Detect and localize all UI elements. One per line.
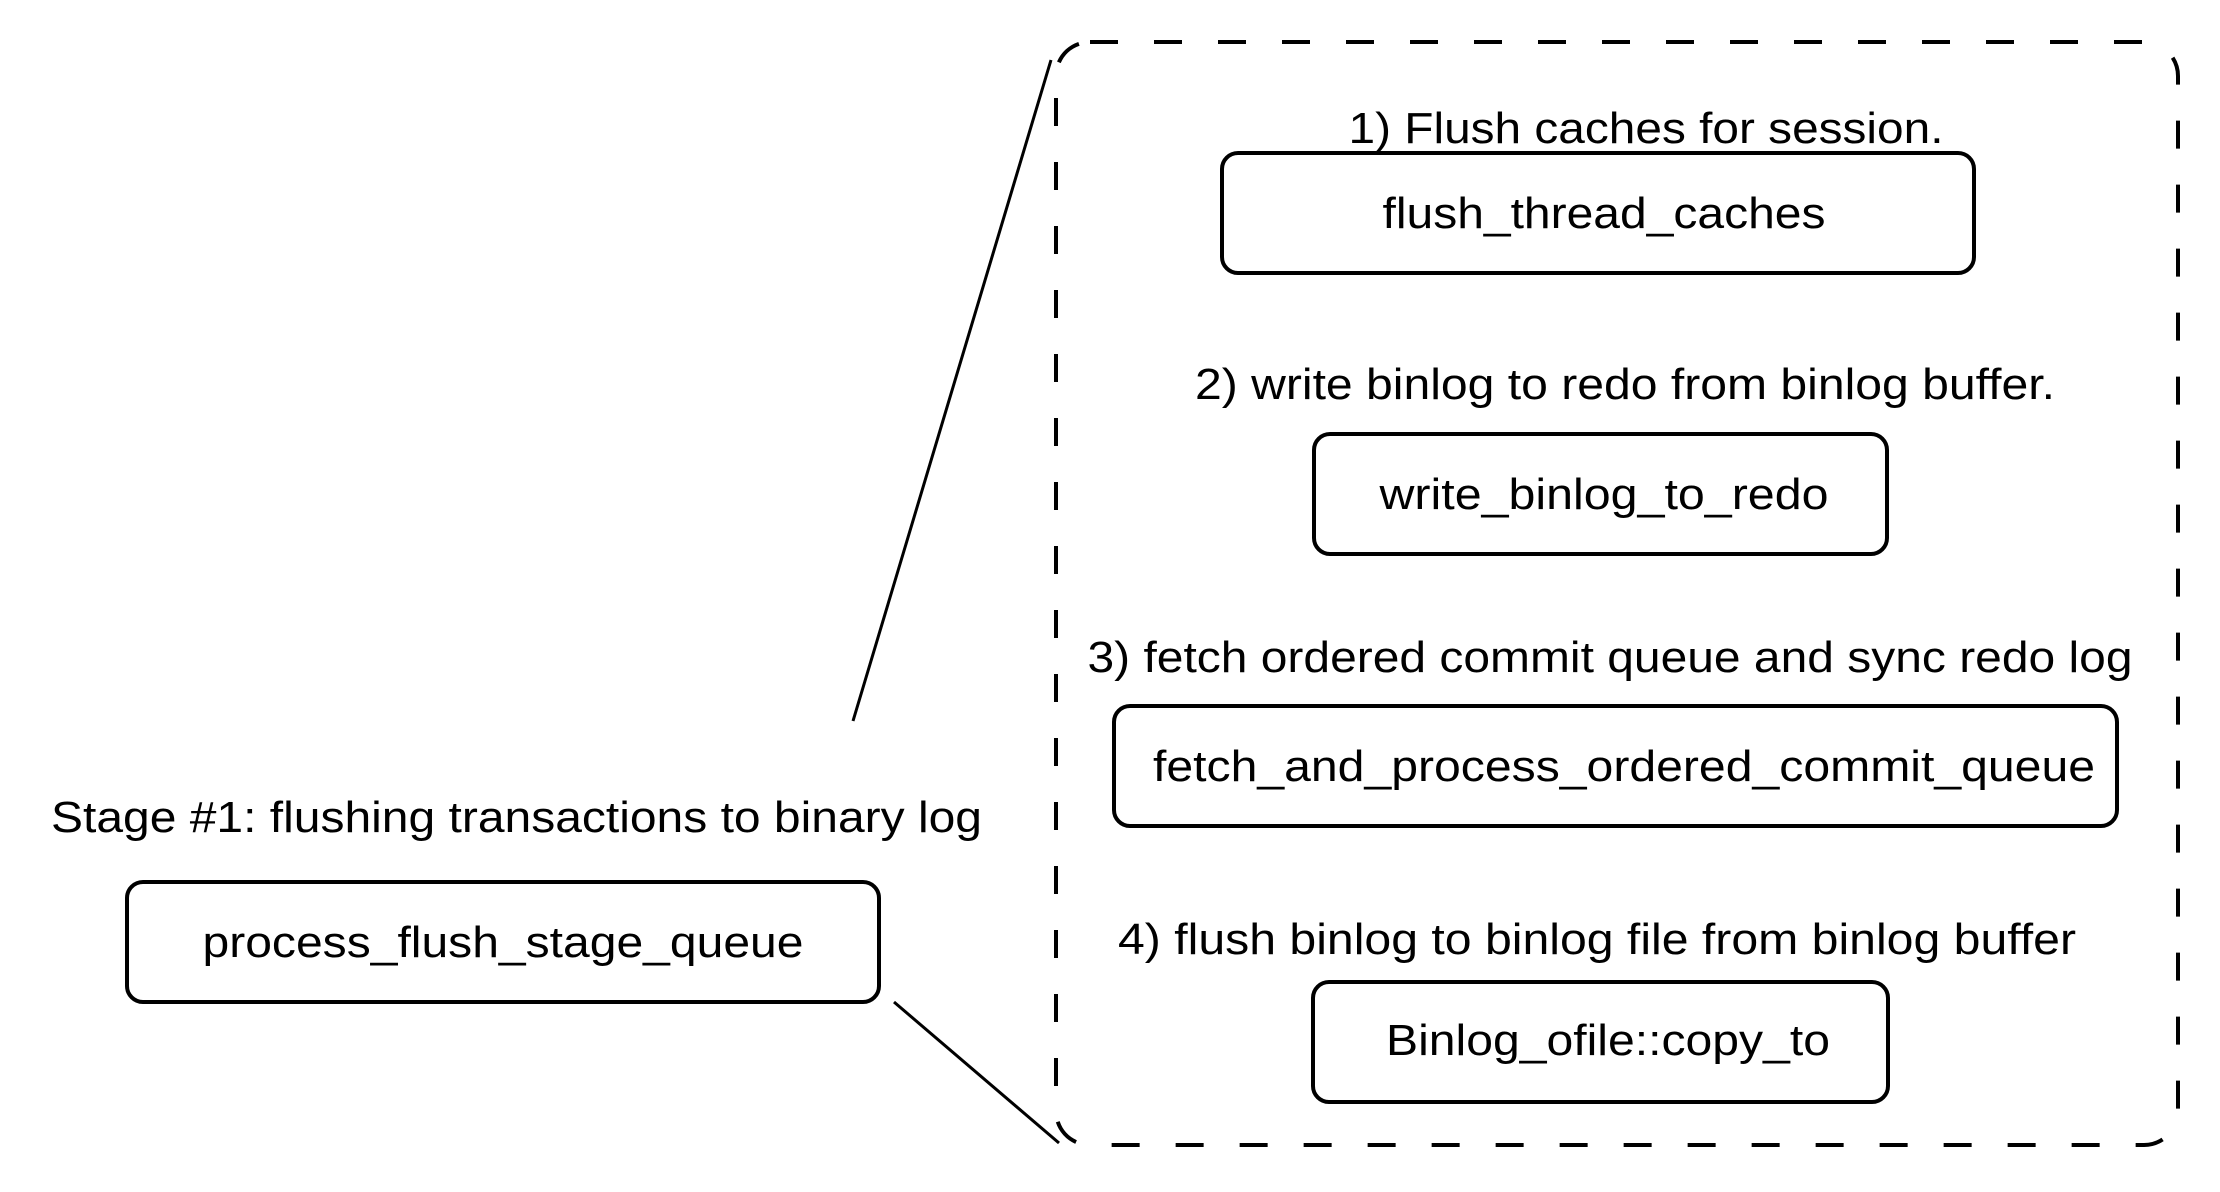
step-1-box[interactable] <box>1220 151 1976 275</box>
step-1-label: 1) Flush caches for session. <box>1349 104 1944 153</box>
stage-function-node[interactable]: process_flush_stage_queue <box>125 880 881 1004</box>
step-3-function: fetch_and_process_ordered_commit_queue <box>1153 742 2095 791</box>
step-1-function: flush_thread_caches <box>1383 189 1826 238</box>
step-3-label: 3) fetch ordered commit queue and sync r… <box>1088 633 2133 682</box>
step-2-label: 2) write binlog to redo from binlog buff… <box>1195 360 2055 409</box>
step-2-function: write_binlog_to_redo <box>1378 470 1828 519</box>
step-2-node[interactable]: write_binlog_to_redo <box>1312 432 1889 556</box>
step-3-node[interactable]: fetch_and_process_ordered_commit_queue <box>1112 704 2119 828</box>
stage-function-box[interactable] <box>125 880 881 1004</box>
step-4-box[interactable] <box>1311 980 1890 1104</box>
zoom-connector-top <box>851 59 1053 722</box>
step-4-node[interactable]: Binlog_ofile::copy_to <box>1311 980 1890 1104</box>
stage-function-label: process_flush_stage_queue <box>203 918 804 967</box>
step-4-label: 4) flush binlog to binlog file from binl… <box>1118 915 2076 964</box>
step-3-box[interactable] <box>1112 704 2119 828</box>
zoom-connector-bottom <box>893 1000 1060 1145</box>
step-4-function: Binlog_ofile::copy_to <box>1386 1016 1830 1065</box>
step-2-box[interactable] <box>1312 432 1889 556</box>
step-1-node[interactable]: flush_thread_caches <box>1220 151 1976 275</box>
detail-frame <box>1054 40 2180 1147</box>
stage-title: Stage #1: flushing transactions to binar… <box>51 793 982 842</box>
